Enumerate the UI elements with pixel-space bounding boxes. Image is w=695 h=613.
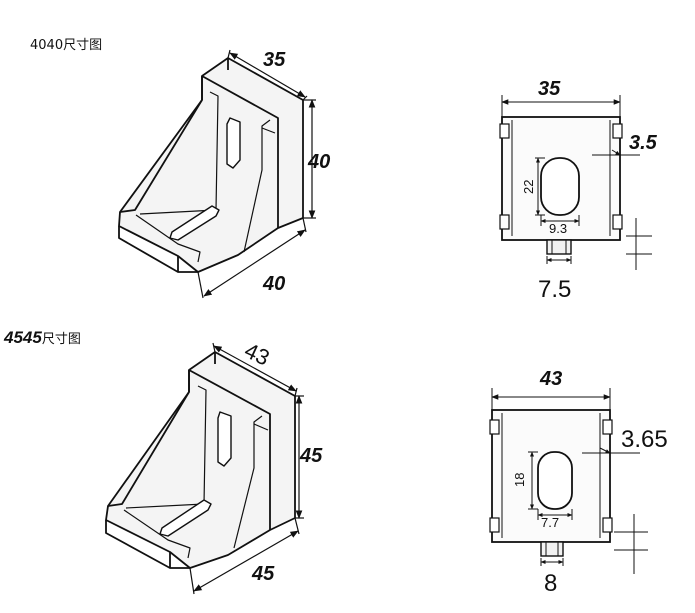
slot-width-label-4545: 7.7 [541, 515, 559, 530]
iso-width-label-4545: 43 [241, 338, 274, 371]
front-view-4545 [489, 409, 613, 557]
tab-width-label-4545: 8 [544, 570, 557, 597]
front-width-label-4545: 43 [539, 368, 562, 390]
iso-dimensions-4545 [189, 342, 304, 595]
iso-bracket-4545 [105, 351, 296, 569]
heading-4545-number: 4545 [4, 328, 42, 347]
heading-4545-text: 尺寸图 [41, 332, 81, 347]
iso-height-label-4040: 40 [307, 151, 330, 173]
front-dimensions-4545 [491, 388, 648, 574]
slot-width-label-4040: 9.3 [549, 221, 567, 236]
front-dimensions-4040 [501, 95, 652, 270]
tab-width-label-4040: 7.5 [538, 276, 571, 303]
iso-height-label-4545: 45 [299, 445, 323, 467]
front-width-label-4040: 35 [538, 78, 561, 100]
iso-bracket-4040 [118, 57, 304, 273]
front-view-4040 [499, 116, 623, 255]
heading-4545: 4545尺寸图 [4, 328, 81, 348]
edge-label-4545: 3.65 [621, 426, 668, 453]
slot-height-label-4040: 22 [521, 180, 536, 194]
iso-dimensions-4040 [197, 49, 316, 299]
edge-label-4040: 3.5 [629, 132, 658, 154]
iso-width-label-4040: 35 [263, 49, 286, 71]
iso-depth-label-4545: 45 [251, 563, 275, 585]
slot-height-label-4545: 18 [512, 473, 527, 487]
heading-4040: 4040尺寸图 [30, 38, 103, 53]
iso-depth-label-4040: 40 [262, 273, 285, 295]
